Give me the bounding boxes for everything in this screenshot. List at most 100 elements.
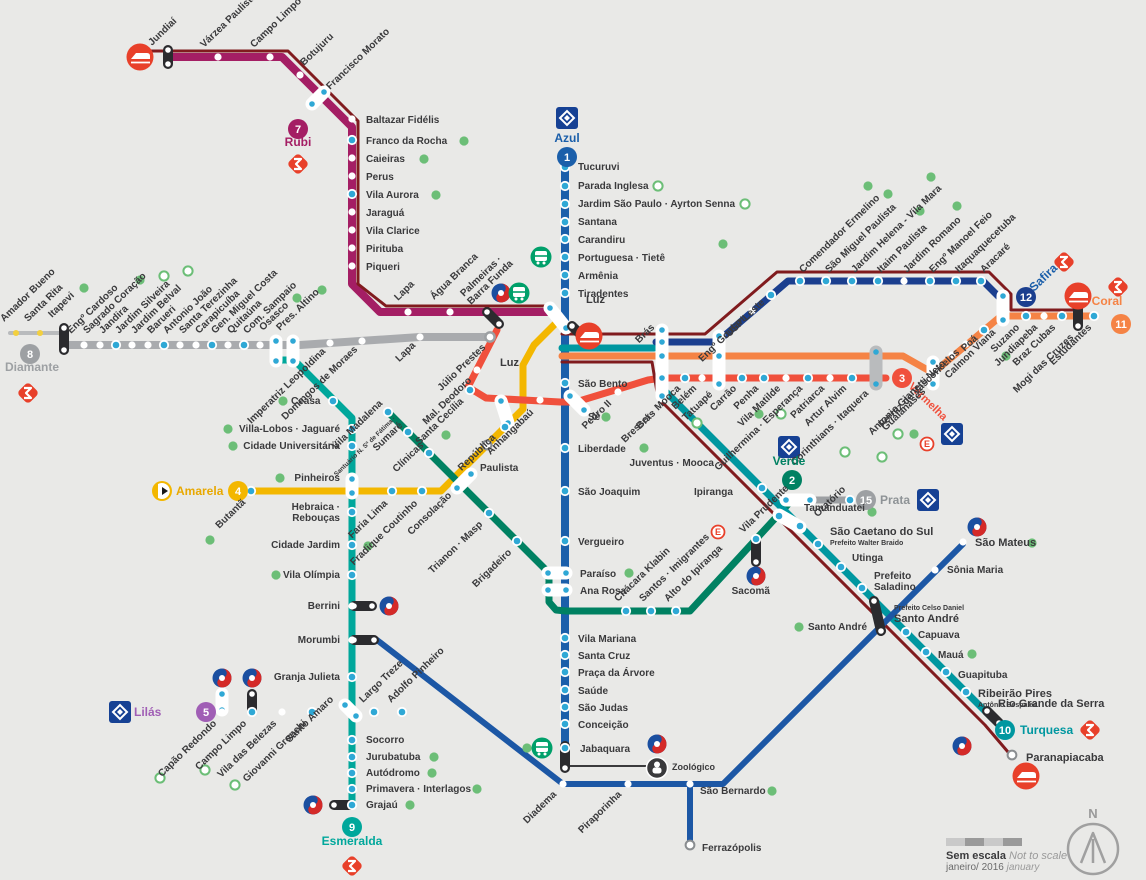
station-dot [758,372,770,384]
station-dot [256,341,264,349]
parking-dot [883,189,893,199]
station-dot [1088,310,1100,322]
parking-dot [431,190,441,200]
label-piqueri: Piqueri [366,262,400,273]
label-pinheiros: Pinheiros [294,473,340,484]
label-luz: Luz [500,357,519,369]
scale-label-en: Not to scale [1009,850,1068,862]
connector [982,706,1004,728]
label-hebraica: Hebraica · [292,502,340,513]
label-rubi: Rubi [285,135,312,149]
station-dot [559,251,571,263]
cptm-logo-icon [1080,720,1100,740]
label-santo-andre: Santo André [894,613,959,625]
label-ceasa: Ceasa [291,396,321,407]
label-sao-bento: São Bento [578,379,627,390]
compass-rose: N [1058,806,1128,880]
svg-text:7: 7 [295,124,301,136]
station-dot [624,780,632,788]
svg-text:10: 10 [999,725,1011,737]
line-badge-12: 12 [1016,287,1036,307]
express-train-icon [126,43,154,71]
line-badge-10: 10 [995,720,1015,740]
station-dot [670,605,682,617]
station-dot [245,485,257,497]
station-dot [620,605,632,617]
label-diadema: Diadema [521,789,559,826]
svg-text:2: 2 [789,475,795,487]
line-express-jundiai [138,49,550,308]
label-ferrazopolis: Ferrazópolis [702,843,762,854]
station-dot [948,351,956,359]
station-dot [346,440,358,452]
station-dot [346,188,358,200]
parking-dot [135,275,145,285]
scale-label: Sem escala [946,850,1006,862]
label-jaragua: Jaraguá [366,208,405,219]
future-dot [158,270,170,282]
label-granja-julieta: Granja Julieta [274,672,341,683]
station-dot [820,275,832,287]
station-dot [782,374,790,382]
parking-dot [429,752,439,762]
station-dot [346,569,358,581]
station-dot [950,275,962,287]
line-badge-7: 7 [288,119,308,139]
station-dot [846,275,858,287]
parking-dot [867,507,877,517]
future-dot [199,764,211,776]
station-dot [278,708,286,716]
svg-text:8: 8 [27,349,33,361]
station-dot [96,341,104,349]
label-ipiranga: Ipiranga [694,487,733,498]
station-dot [13,330,19,336]
zoo-icon [645,756,669,780]
emtu-e-icon: E [710,524,726,540]
label-berrini: Berrini [308,601,340,612]
label-santa-cruz: Santa Cruz [578,651,630,662]
label-vila-olimpia: Vila Olímpia [283,570,340,581]
parking-dot [522,743,532,753]
station-dot [144,341,152,349]
label-parada-inglesa: Parada Inglesa [578,181,649,192]
label-usp-leste: USP Leste [724,297,767,339]
emtu-logo-icon [967,517,987,537]
parking-dot [1027,538,1037,548]
line-4-amarela [247,319,560,495]
parking-dot [952,201,962,211]
line-9-esmeralda [272,356,356,810]
label-ribeirao-pires: Ribeirão Pires [978,688,1052,700]
label-cidade-jardim: Cidade Jardim [271,540,340,551]
label-portuguesa-tiete: Portuguesa · Tietê [578,253,665,264]
emtu-e-icon: E [919,436,935,452]
label-antonio-bespalec: Antônio Bespalec [978,702,1037,709]
label-conceicao: Conceição [578,720,629,731]
label-saladino: Saladino [874,582,916,593]
station-dot [214,53,222,61]
emtu-logo-icon [952,736,972,756]
station-dot [559,485,571,497]
cptm-logo-icon [1054,252,1074,272]
station-dot [402,426,414,438]
label-carandiru: Carandiru [578,235,625,246]
station-dot [736,372,748,384]
station-dot [1006,749,1018,761]
station-dot [559,701,571,713]
future-dot [892,428,904,440]
line-badge-5: 5 [196,702,216,722]
station-dot [559,442,571,454]
parking-dot [363,541,373,551]
parking-dot [926,172,936,182]
station-dot [348,244,356,252]
station-dot [464,384,476,396]
station-dot [348,636,356,644]
station-dot [192,341,200,349]
parking-dot [317,285,327,295]
station-dot [872,275,884,287]
label-lapa: Lapa [394,340,419,364]
bus-terminal-icon [508,282,530,304]
metro-logo-icon [109,701,131,723]
line-badge-8: 8 [20,344,40,364]
parking-dot [223,424,233,434]
